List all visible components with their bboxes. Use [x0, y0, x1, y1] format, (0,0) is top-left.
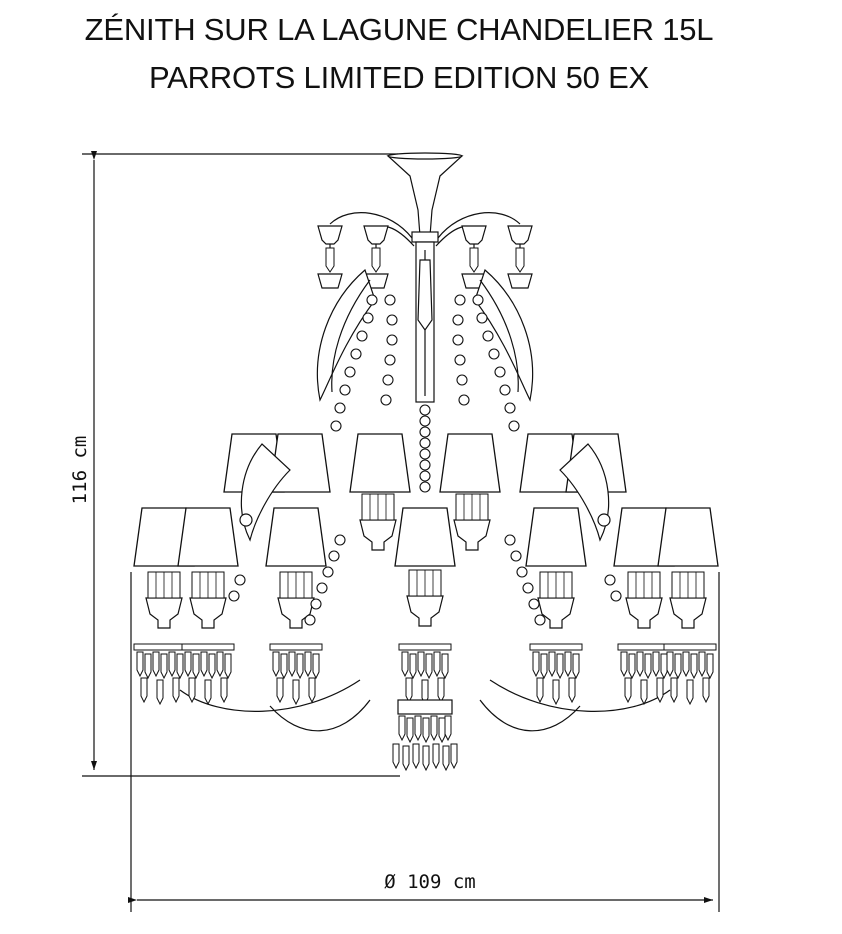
title-line-2: PARROTS LIMITED EDITION 50 EX — [148, 60, 650, 95]
chandelier — [133, 152, 719, 771]
height-dimension: 116 cm — [69, 151, 400, 777]
diameter-dimension: Ø 109 cm — [128, 572, 720, 912]
height-label: 116 cm — [69, 436, 91, 505]
diameter-label: Ø 109 cm — [384, 871, 476, 893]
title-line-1: ZÉNITH SUR LA LAGUNE CHANDELIER 15L — [84, 12, 714, 47]
